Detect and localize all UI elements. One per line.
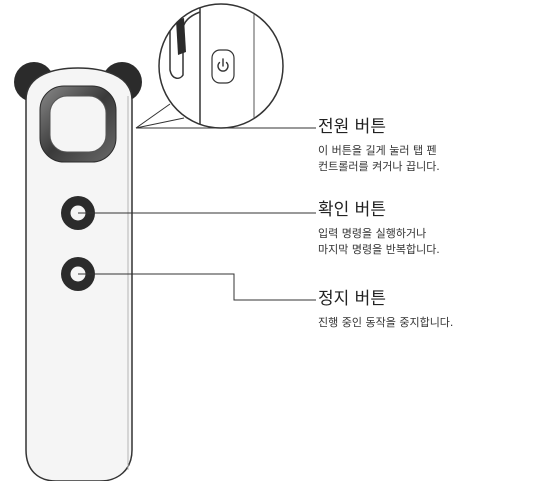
power-button-callout: 전원 버튼 이 버튼을 길게 눌러 탭 펜 컨트롤러를 켜거나 끕니다. (318, 117, 440, 175)
power-button-desc-line1: 이 버튼을 길게 눌러 탭 펜 (318, 144, 437, 157)
power-icon (217, 58, 229, 72)
stop-button-callout: 정지 버튼 진행 중인 동작을 중지합니다. (318, 289, 453, 331)
stop-button-desc-line1: 진행 중인 동작을 중지합니다. (318, 316, 454, 329)
confirm-button-callout: 확인 버튼 입력 명령을 실행하거나 마지막 명령을 반복합니다. (318, 200, 440, 258)
power-button-desc-line2: 컨트롤러를 켜거나 끕니다. (318, 160, 440, 173)
top-button-face[interactable] (49, 95, 107, 153)
confirm-button-desc-line2: 마지막 명령을 반복합니다. (318, 243, 440, 256)
confirm-button-title: 확인 버튼 (318, 200, 386, 220)
stop-button-title: 정지 버튼 (318, 289, 386, 309)
power-button-title: 전원 버튼 (318, 117, 386, 137)
zoom-inset (135, 3, 284, 129)
stop-leader (78, 273, 316, 301)
confirm-button-desc-line1: 입력 명령을 실행하거나 (318, 227, 427, 240)
